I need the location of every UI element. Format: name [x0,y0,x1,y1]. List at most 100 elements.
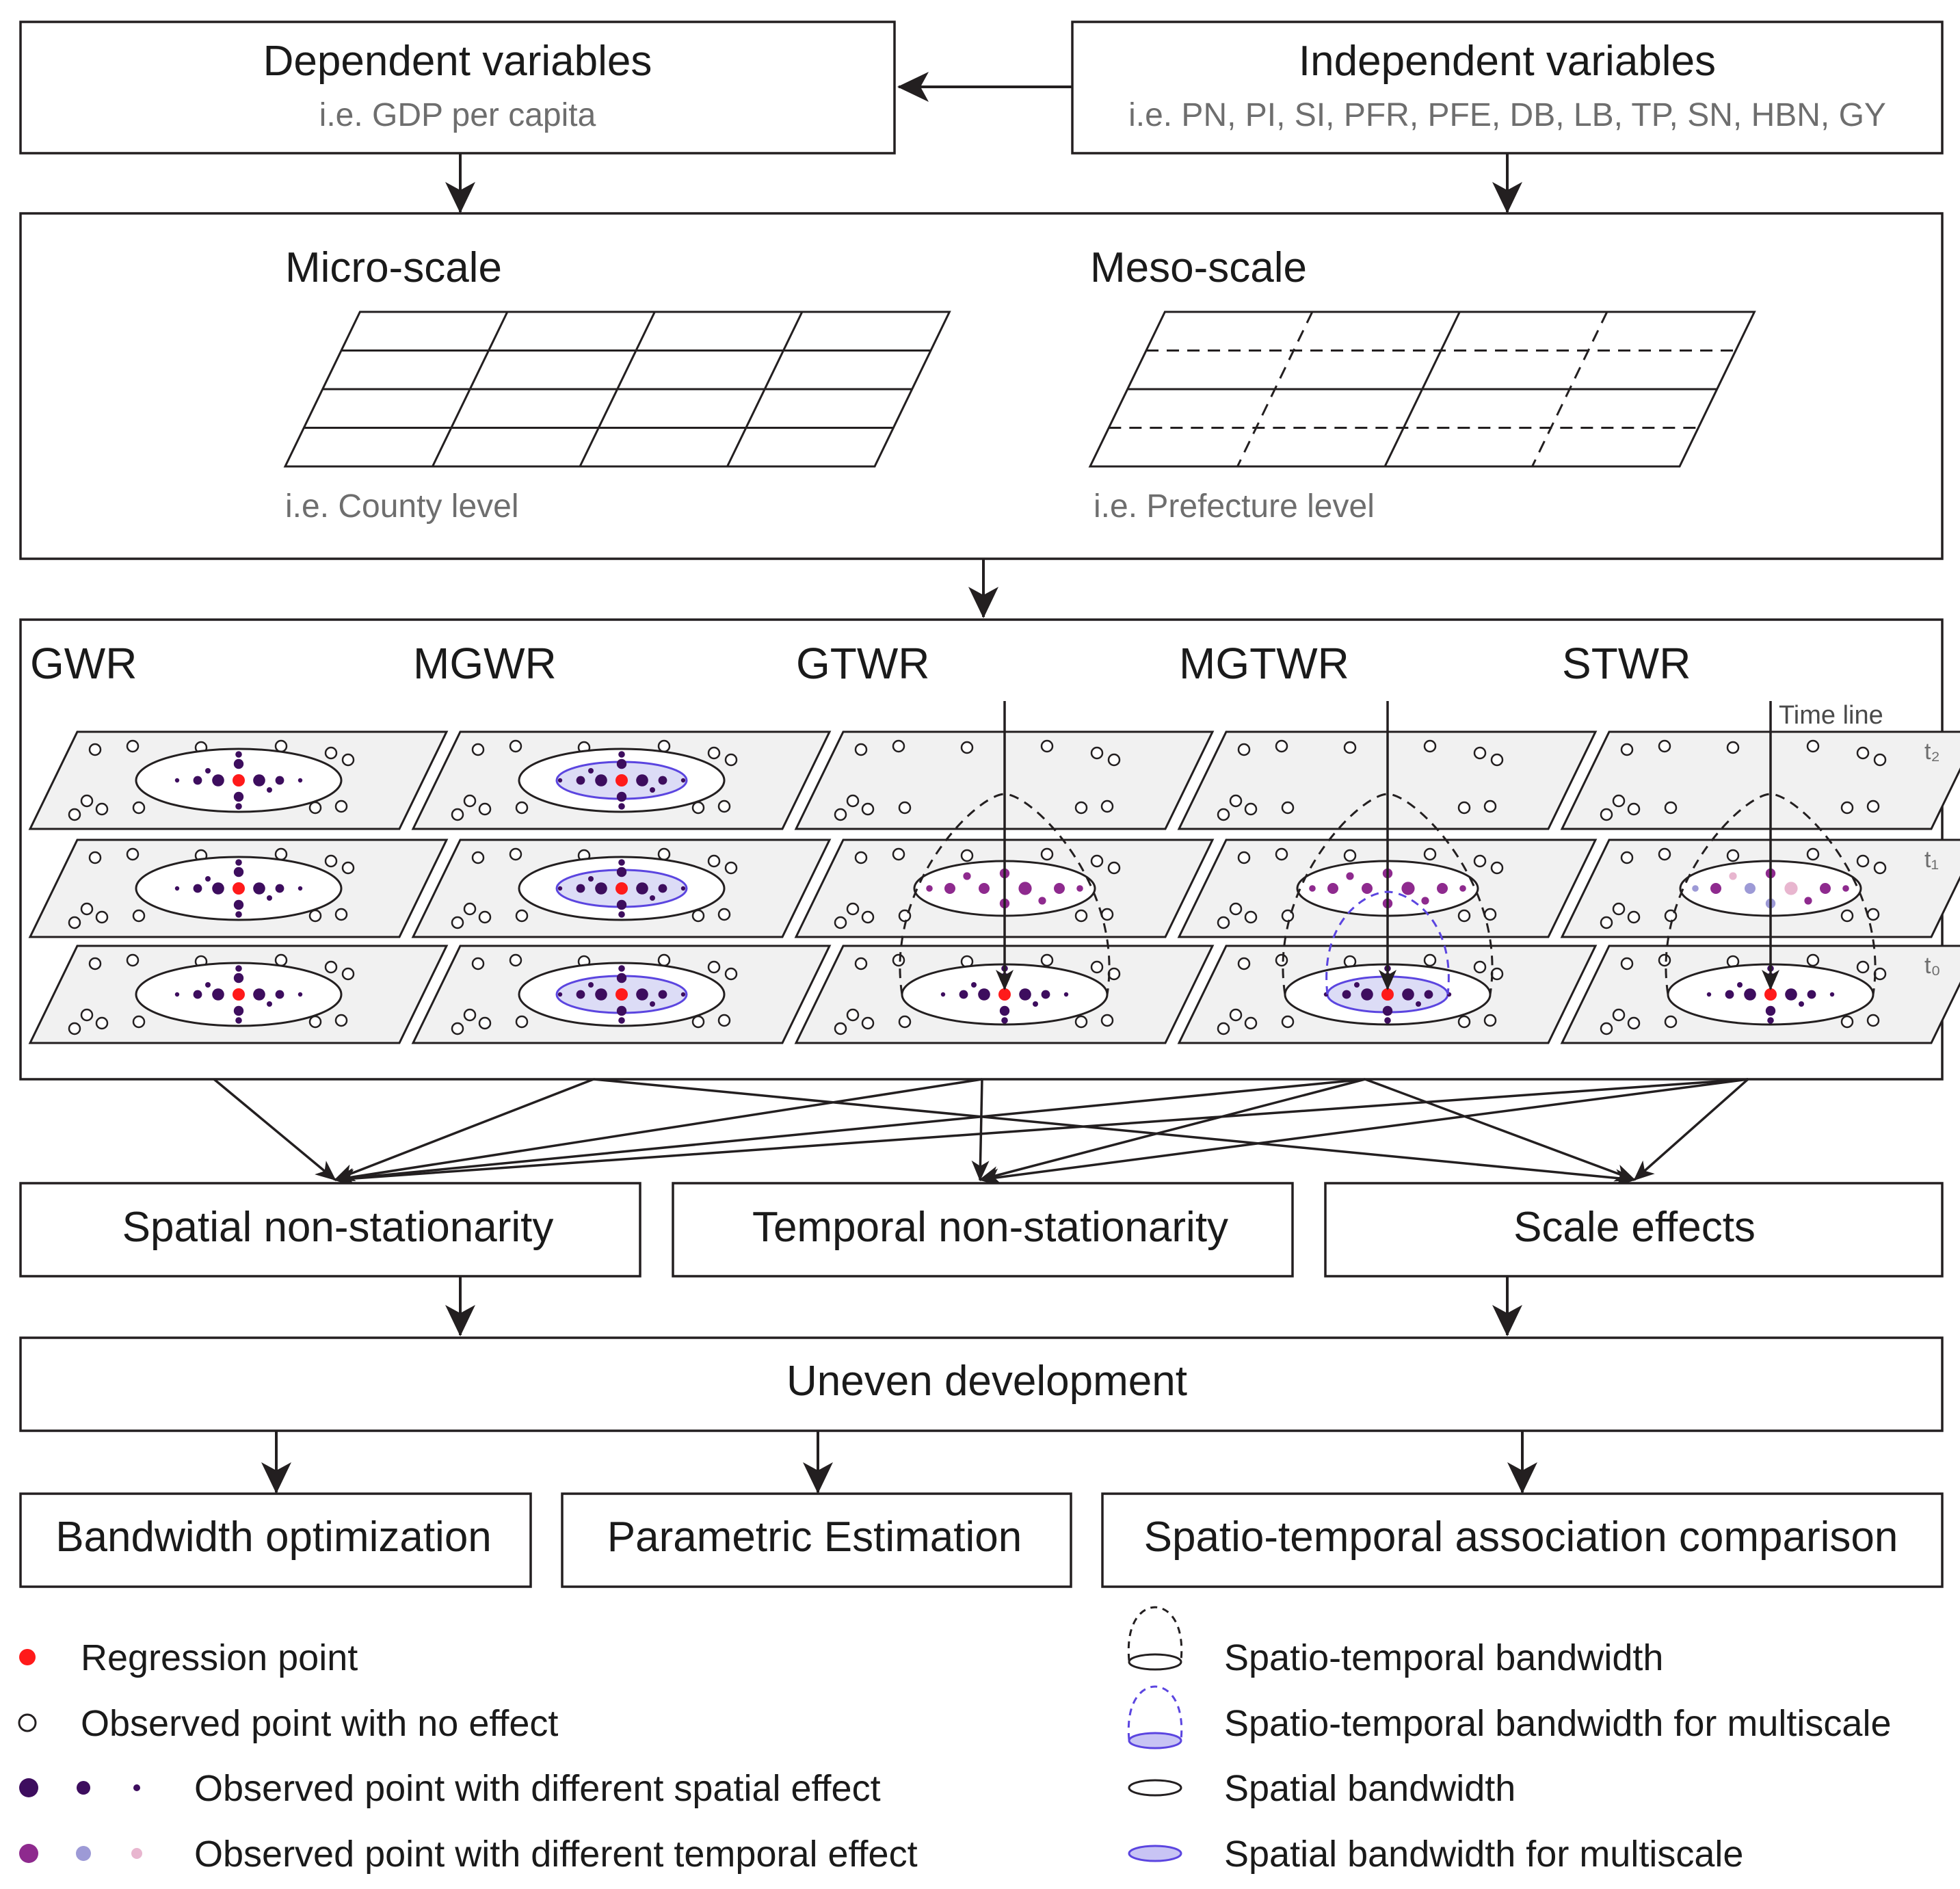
spatial-effect-point [235,965,242,972]
no-effect-point [1074,1015,1088,1029]
no-effect-point [724,753,738,767]
temporal-effect-point [1437,883,1448,894]
effect-spatial-non-stationarity: Spatial non-stationarity [122,1204,554,1251]
grid-col-line [1383,311,1461,467]
no-effect-point [1457,801,1471,815]
svg-text:Observed point with different: Observed point with different spatial ef… [194,1768,881,1809]
spatial-effect-point [1033,1001,1038,1007]
no-effect-point [657,953,671,967]
no-effect-point [1806,953,1820,967]
spatial-effect-point [267,895,272,901]
spatial-effect-point [1424,990,1433,999]
no-effect-point [274,953,288,967]
spatial-effect-point [680,886,686,891]
temporal-effect-point [926,885,933,892]
no-effect-point [1423,739,1437,753]
arrow-gtwr-to-t [971,1079,990,1181]
no-effect-point [274,847,288,861]
no-effect-point [1866,908,1880,921]
temporal-effect-point [1745,883,1756,894]
temporal-effect-point [1018,882,1032,895]
no-effect-point [724,967,738,981]
no-effect-point [861,1016,875,1030]
no-effect-point [960,741,974,754]
regression-point [233,988,245,1001]
temporal-effect-point [1076,885,1083,892]
spatial-effect-point [618,859,625,866]
no-effect-point [509,953,522,967]
no-effect-point [717,908,731,921]
spatial-effect-point [616,867,627,877]
effects-row: Spatial non-stationarity Temporal non-st… [19,1182,1944,1278]
no-effect-point [1281,801,1295,815]
arrow-gtwr-to-s [334,1078,983,1186]
no-effect-point [132,1015,146,1029]
spatial-effect-point [1354,982,1360,988]
legend-s-bandwidth-multiscale: Spatial bandwidth for multiscale [1128,1834,1743,1875]
no-effect-point [1423,847,1437,861]
legend-regression-point: Regression point [19,1637,358,1678]
temporal-effect-point [1842,885,1849,892]
no-effect-point [1490,753,1504,767]
no-effect-point [1726,741,1740,754]
spatial-effect-point [205,982,211,988]
no-effect-point [1856,746,1870,760]
spatial-effect-point [978,988,990,1001]
spatial-effect-point [275,776,284,785]
no-effect-point [1473,746,1487,760]
model-stack-gtwr [794,701,1215,1044]
spatial-effect-point [576,884,585,893]
legend-st-bandwidth: Spatio-temporal bandwidth [1127,1606,1663,1678]
spatial-effect-point [595,774,607,787]
spatial-effect-point [253,988,265,1001]
temporal-effect-point [1346,872,1354,880]
no-effect-point [478,1016,492,1030]
temporal-effect-point [1804,897,1812,905]
no-effect-point [126,739,140,753]
no-effect-point [68,808,81,821]
grid-outline [283,311,951,468]
spatial-effect-point [1799,1001,1804,1007]
effect-temporal-non-stationarity: Temporal non-stationarity [752,1204,1228,1251]
scale-box: Micro-scale Meso-scale i.e. County level… [19,212,1944,560]
no-effect-point [451,1022,464,1035]
temporal-effect-point [1459,885,1466,892]
spatial-effect-point [205,876,211,882]
no-effect-point [68,1022,81,1035]
spatial-effect-point [680,778,686,783]
no-effect-point [1483,1014,1497,1027]
no-effect-point [308,801,322,815]
no-effect-point [132,801,146,815]
spatial-effect-point [174,992,180,997]
no-effect-point [846,902,860,916]
no-effect-point [132,909,146,923]
spatial-effect-point [616,791,627,802]
no-effect-point [657,739,671,753]
no-effect-point [68,916,81,929]
legend-s-bandwidth: Spatial bandwidth [1128,1768,1515,1809]
dependent-variables-box: Dependent variables i.e. GDP per capita [19,21,896,155]
no-effect-point [1840,1015,1854,1029]
no-effect-point [1483,800,1497,813]
outcome-box: Uneven development [19,1336,1944,1432]
temporal-effect-point [1692,885,1699,892]
no-effect-point [88,743,102,756]
no-effect-point [463,1008,477,1022]
multiscale-spatio-temporal-bandwidth-dome [1325,890,1450,995]
no-effect-point [691,1015,705,1029]
method-bandwidth-optimization: Bandwidth optimization [55,1514,492,1561]
spatial-effect-point [212,988,224,1001]
spatial-effect-point [650,895,655,901]
no-effect-point [463,794,477,808]
spatial-effect-point [233,973,244,983]
spatial-effect-point [618,1017,625,1024]
no-effect-point [341,861,355,875]
spatial-effect-point [618,751,625,758]
spatial-effect-point [616,1005,627,1016]
no-effect-point [892,739,905,753]
grid-col-line [1236,311,1314,467]
grid-outline [1088,311,1756,468]
temporal-effect-point [1327,883,1338,894]
spatial-effect-point [1416,1001,1421,1007]
